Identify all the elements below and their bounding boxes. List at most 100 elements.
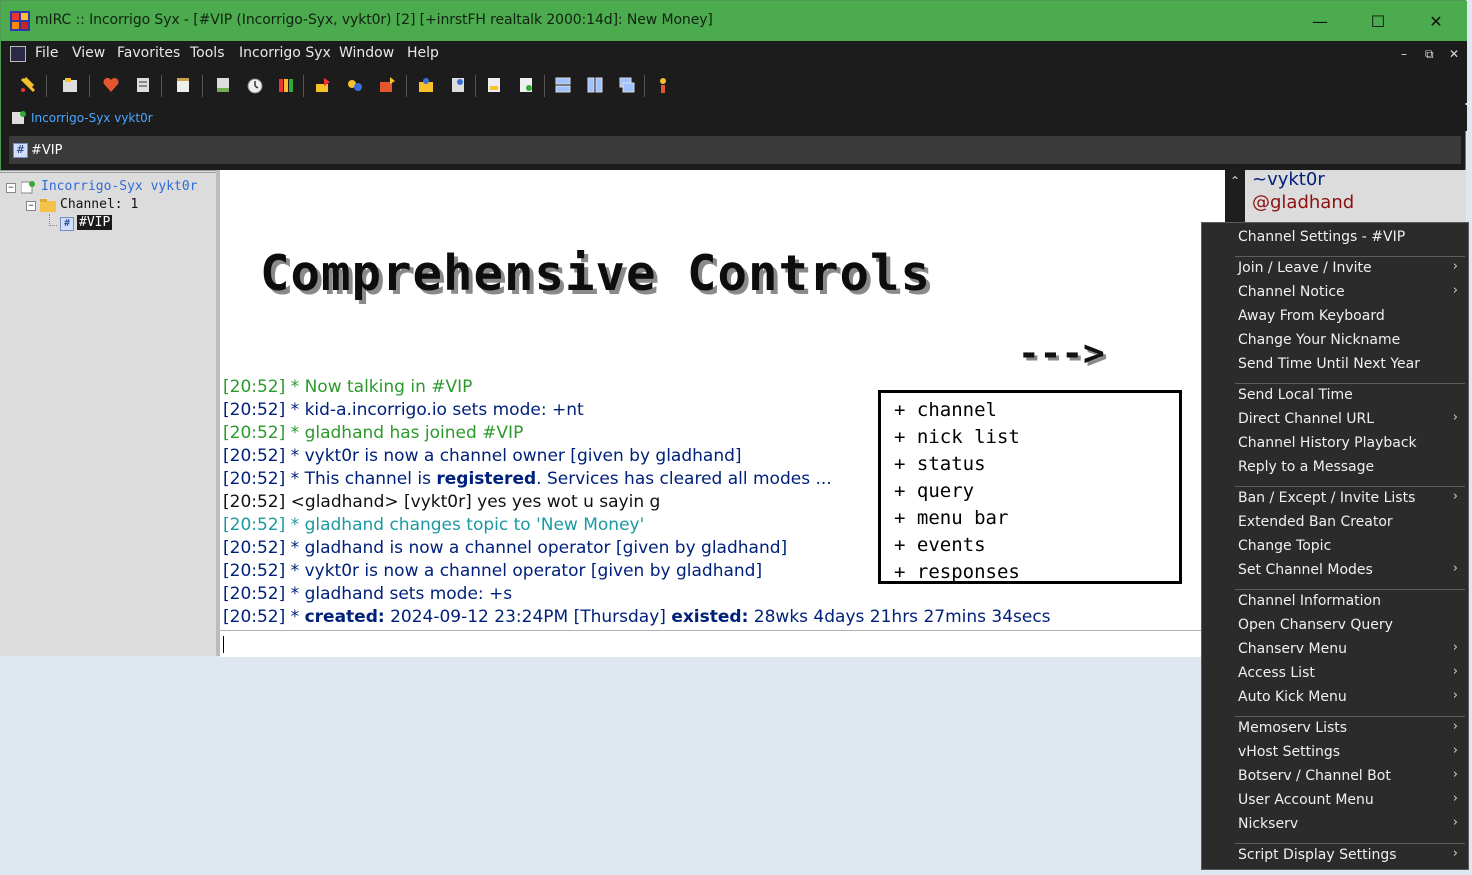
chat-line: [20:52] * created: 2024-09-12 23:24PM [T… [223,606,1051,629]
tree-connector [49,214,51,226]
menu-item-memoserv-lists[interactable]: Memoserv Lists [1238,720,1348,736]
scroll-up-icon[interactable]: ⌃ [1230,174,1241,188]
scripts-editor-icon[interactable] [214,76,232,94]
timestamp: [20:52] [223,469,286,489]
timestamp: [20:52] [223,561,286,581]
menu-help[interactable]: Help [407,45,439,61]
logs-icon[interactable] [517,76,535,94]
menu-tools[interactable]: Tools [190,45,225,61]
tree-collapse-icon[interactable]: − [6,183,16,193]
message-text: * gladhand changes topic to 'New Money' [285,515,645,535]
dcc-options-icon[interactable] [378,76,396,94]
mdi-restore-button[interactable]: ⧉ [1425,47,1434,61]
chat-messages: [20:52] * Now talking in #VIP[20:52] * k… [223,376,1051,629]
channels-folder-icon[interactable] [417,76,435,94]
menu-item-extended-ban-creator[interactable]: Extended Ban Creator [1238,514,1393,530]
toolbar-separator [303,75,304,97]
menu-item-auto-kick-menu[interactable]: Auto Kick Menu [1238,689,1347,705]
tree-channel-vip[interactable]: #VIP [77,215,113,230]
menu-item-send-time-until-next-year[interactable]: Send Time Until Next Year [1238,356,1420,372]
cascade-icon[interactable] [618,76,636,94]
nick-operator[interactable]: @gladhand [1252,192,1355,213]
nick-owner[interactable]: ~vykt0r [1252,169,1325,190]
tree-server-node[interactable]: Incorrigo-Syx vykt0r [41,179,198,194]
menu-item-user-account-menu[interactable]: User Account Menu [1238,792,1374,808]
menu-item-access-list[interactable]: Access List [1238,665,1315,681]
chat-window[interactable]: Comprehensive Controls ---> + channel + … [220,170,1225,630]
chat-line: [20:52] * Now talking in #VIP [223,376,1051,399]
menu-item-away-from-keyboard[interactable]: Away From Keyboard [1238,308,1385,324]
connect-icon[interactable] [19,76,37,94]
favorites-icon[interactable] [102,76,120,94]
timer-icon[interactable] [246,76,264,94]
menu-item-channel-settings-vip[interactable]: Channel Settings - #VIP [1238,229,1406,245]
dcc-send-icon[interactable] [314,76,332,94]
received-files-icon[interactable] [485,76,503,94]
menu-item-join-leave-invite[interactable]: Join / Leave / Invite [1238,260,1372,276]
menu-file[interactable]: File [35,45,59,61]
submenu-arrow-icon: › [1452,846,1458,861]
dcc-chat-icon[interactable] [346,76,364,94]
menu-item-nickserv[interactable]: Nickserv [1238,816,1299,832]
toolbar-separator [406,75,407,97]
menu-favorites[interactable]: Favorites [117,45,181,61]
message-text: * Now talking in #VIP [285,377,473,397]
channel-context-menu: Channel Settings - #VIP Join / Leave / In… [1201,222,1469,870]
message-input[interactable] [220,630,1202,657]
mdi-close-button[interactable]: ✕ [1449,47,1460,61]
menu-item-script-display-settings[interactable]: Script Display Settings [1238,847,1397,863]
menu-item-change-your-nickname[interactable]: Change Your Nickname [1238,332,1401,348]
feature-item: + menu bar [894,507,1009,529]
menu-view[interactable]: View [72,45,106,61]
menu-item-chanserv-menu[interactable]: Chanserv Menu [1238,641,1347,657]
options-icon[interactable] [61,76,79,94]
tab-vip[interactable]: #VIP [31,143,63,158]
toolbar-separator [89,75,90,97]
tile-horizontal-icon[interactable] [554,76,572,94]
submenu-arrow-icon: › [1452,259,1458,274]
mdi-minimize-button[interactable]: – [1401,47,1407,61]
menu-item-vhost-settings[interactable]: vHost Settings [1238,744,1341,760]
chat-line: [20:52] <gladhand> [vykt0r] yes yes wot … [223,491,1051,514]
chat-line: [20:52] * kid-a.incorrigo.io sets mode: … [223,399,1051,422]
folder-icon [40,199,56,212]
mdi-system-menu-icon[interactable] [10,46,26,62]
toolbar-separator [644,75,645,97]
feature-item: + status [894,453,986,475]
menu-item-set-channel-modes[interactable]: Set Channel Modes [1238,562,1373,578]
menu-item-change-topic[interactable]: Change Topic [1238,538,1332,554]
menu-item-direct-channel-url[interactable]: Direct Channel URL [1238,411,1375,427]
close-button[interactable]: ✕ [1429,11,1443,31]
list-channels-icon[interactable] [449,76,467,94]
menu-item-reply-to-a-message[interactable]: Reply to a Message [1238,459,1375,475]
timestamp: [20:52] [223,423,286,443]
menu-item-channel-notice[interactable]: Channel Notice [1238,284,1345,300]
help-icon[interactable] [654,76,672,94]
menu-item-open-chanserv-query[interactable]: Open Chanserv Query [1238,617,1393,633]
tree-collapse-icon[interactable]: − [26,201,36,211]
timestamp: [20:52] [223,515,286,535]
menu-separator [1235,843,1465,844]
submenu-arrow-icon: › [1452,664,1458,679]
maximize-button[interactable]: ☐ [1370,11,1386,31]
switchbar-server-label[interactable]: Incorrigo-Syx vykt0r [31,111,153,125]
address-book-icon[interactable] [134,76,152,94]
menu-item-send-local-time[interactable]: Send Local Time [1238,387,1353,403]
toolbar-separator [46,75,47,97]
menu-item-ban-except-invite-lists[interactable]: Ban / Except / Invite Lists [1238,490,1416,506]
feature-item: + nick list [894,426,1020,448]
menu-window[interactable]: Window [339,45,395,61]
server-icon [21,181,35,194]
tree-channel-folder[interactable]: Channel: 1 [60,197,139,212]
tile-vertical-icon[interactable] [586,76,604,94]
timestamp: [20:52] [223,538,286,558]
minimize-button[interactable]: — [1312,11,1328,31]
title-bar[interactable]: mIRC :: Incorrigo Syx - [#VIP (Incorrigo… [1,1,1467,41]
menu-item-channel-information[interactable]: Channel Information [1238,593,1381,609]
menu-incorrigo-syx[interactable]: Incorrigo Syx [239,45,331,61]
colors-icon[interactable] [277,76,295,94]
menu-item-botserv-channel-bot[interactable]: Botserv / Channel Bot [1238,768,1391,784]
notes-icon[interactable] [174,76,192,94]
treebar-splitter[interactable] [216,170,220,656]
menu-item-channel-history-playback[interactable]: Channel History Playback [1238,435,1417,451]
